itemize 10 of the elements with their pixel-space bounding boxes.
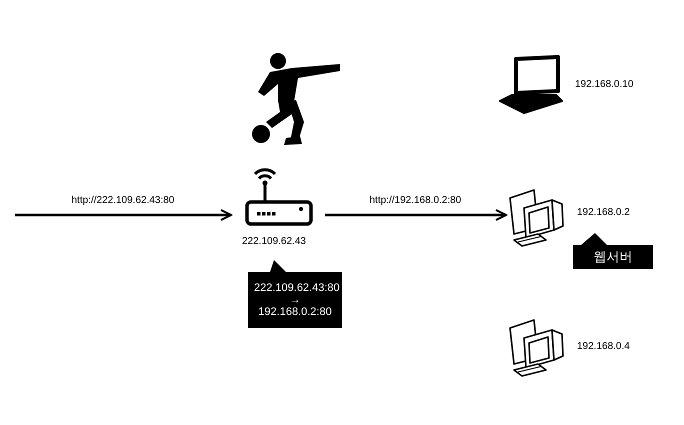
- ip-address-label: 192.168.0.2: [577, 207, 630, 218]
- callout-box: 웹서버: [573, 233, 653, 269]
- ip-address-label: 192.168.0.10: [575, 79, 634, 90]
- ip-address-label: 192.168.0.4: [577, 341, 630, 352]
- callout-box: 222.109.62.43:80 → 192.168.0.2:80: [248, 260, 342, 328]
- arrow: [15, 209, 232, 221]
- arrow: [325, 209, 507, 221]
- edge-label: http://222.109.62.43:80: [70, 195, 176, 206]
- edge-label: http://192.168.0.2:80: [368, 195, 464, 206]
- ip-address-label: 222.109.62.43: [242, 236, 306, 247]
